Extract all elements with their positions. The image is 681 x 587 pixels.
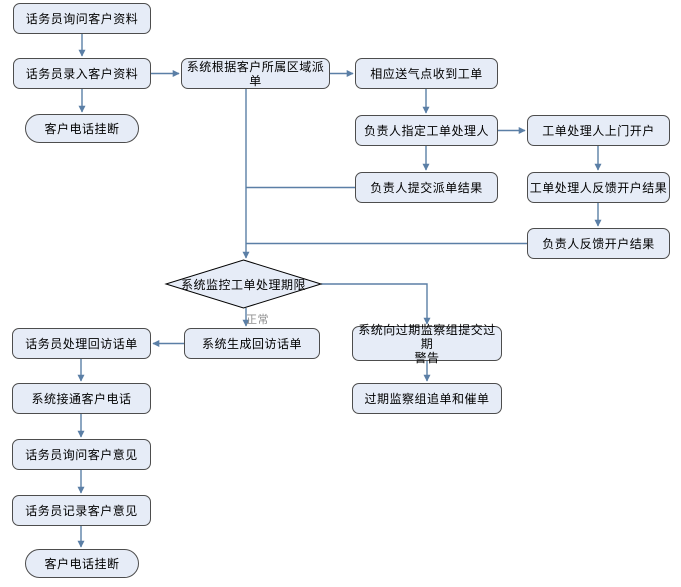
node-label: 话务员录入客户资料 (25, 66, 139, 81)
node-customer-hangup-bottom[interactable]: 客户电话挂断 (25, 549, 139, 578)
node-agent-ask-customer-info[interactable]: 话务员询问客户资料 (13, 3, 151, 34)
node-label: 系统接通客户电话 (31, 391, 132, 406)
node-system-submits-overdue-warning[interactable]: 系统向过期监察组提交过期 警告 (352, 323, 502, 365)
node-label: 工单处理人反馈开户结果 (529, 180, 668, 195)
node-system-monitors-deadline[interactable]: 系统监控工单处理期限 (164, 259, 323, 309)
node-system-connects-customer-call[interactable]: 系统接通客户电话 (12, 383, 151, 414)
node-label: 客户电话挂断 (44, 556, 120, 571)
node-label: 话务员询问客户资料 (25, 11, 139, 26)
node-label: 负责人反馈开户结果 (542, 236, 655, 251)
node-label: 过期监察组追单和催单 (364, 391, 490, 406)
node-label: 系统生成回访话单 (201, 336, 302, 351)
node-agent-asks-customer-opinion[interactable]: 话务员询问客户意见 (12, 439, 151, 470)
node-agent-records-customer-opinion[interactable]: 话务员记录客户意见 (12, 495, 151, 526)
node-customer-hangup-top[interactable]: 客户电话挂断 (25, 114, 139, 143)
edge-n11-n13 (321, 283, 431, 325)
node-label: 话务员询问客户意见 (25, 447, 138, 462)
node-label: 负责人指定工单处理人 (363, 123, 489, 138)
node-gas-station-receives-order[interactable]: 相应送气点收到工单 (355, 58, 498, 89)
node-overdue-group-follows-up[interactable]: 过期监察组追单和催单 (352, 383, 502, 414)
node-label: 工单处理人上门开户 (542, 123, 655, 138)
node-system-dispatch-by-region[interactable]: 系统根据客户所属区域派单 (181, 58, 330, 89)
node-label: 负责人提交派单结果 (370, 180, 483, 195)
node-label: 话务员处理回访话单 (25, 336, 138, 351)
node-label: 系统根据客户所属区域派单 (186, 59, 325, 88)
node-label: 相应送气点收到工单 (370, 66, 483, 81)
node-manager-assigns-handler[interactable]: 负责人指定工单处理人 (355, 115, 498, 146)
node-manager-reports-account-result[interactable]: 负责人反馈开户结果 (527, 228, 670, 259)
node-handler-visits-customer[interactable]: 工单处理人上门开户 (527, 115, 670, 146)
node-label: 客户电话挂断 (44, 121, 120, 136)
node-manager-submits-dispatch-result[interactable]: 负责人提交派单结果 (355, 172, 498, 203)
node-agent-handles-callback-ticket[interactable]: 话务员处理回访话单 (12, 328, 151, 359)
edge-label-normal: 正常 (246, 313, 269, 326)
node-system-generates-callback-ticket[interactable]: 系统生成回访话单 (184, 328, 320, 359)
diamond-shape (164, 259, 323, 309)
node-agent-enter-customer-info[interactable]: 话务员录入客户资料 (13, 58, 151, 89)
node-handler-reports-account-result[interactable]: 工单处理人反馈开户结果 (527, 172, 670, 203)
node-label: 系统向过期监察组提交过期 警告 (358, 322, 496, 365)
node-label: 话务员记录客户意见 (25, 503, 138, 518)
